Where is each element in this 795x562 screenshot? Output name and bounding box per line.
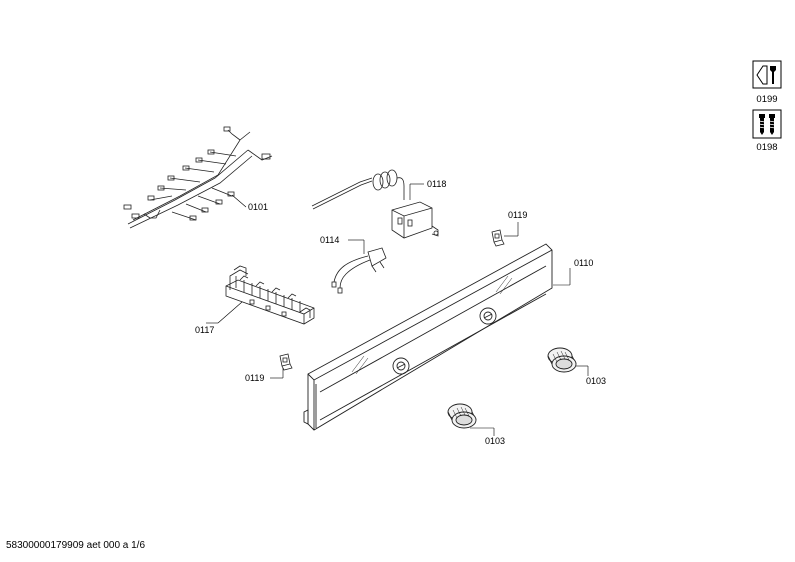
clip-top[interactable] [491,229,505,247]
knob-right[interactable] [547,347,577,373]
label-0101: 0101 [248,202,268,212]
label-0103-bottom: 0103 [485,436,505,446]
wiring-harness[interactable] [123,126,273,229]
tools-label: 0199 [756,94,778,105]
screws-icon[interactable] [752,109,782,139]
switch-with-leads[interactable] [331,247,387,294]
knob-bottom[interactable] [447,403,477,429]
document-id: 58300000179909 aet 000 a 1/6 [6,540,146,551]
screws-label: 0198 [756,142,778,153]
clip-bottom[interactable] [279,353,293,371]
terminal-block[interactable] [225,265,315,325]
label-0119-bottom: 0119 [245,373,264,383]
label-0103-right: 0103 [586,376,606,386]
control-panel[interactable] [303,243,553,431]
label-0110: 0110 [574,258,593,268]
label-0114: 0114 [320,235,339,245]
tools-icon[interactable] [752,60,782,89]
thermostat[interactable] [311,169,439,239]
label-0119-top: 0119 [508,210,527,220]
leader-0101 [231,194,247,208]
label-0118: 0118 [427,179,446,189]
leader-0117 [217,301,243,324]
label-0117: 0117 [195,325,214,335]
